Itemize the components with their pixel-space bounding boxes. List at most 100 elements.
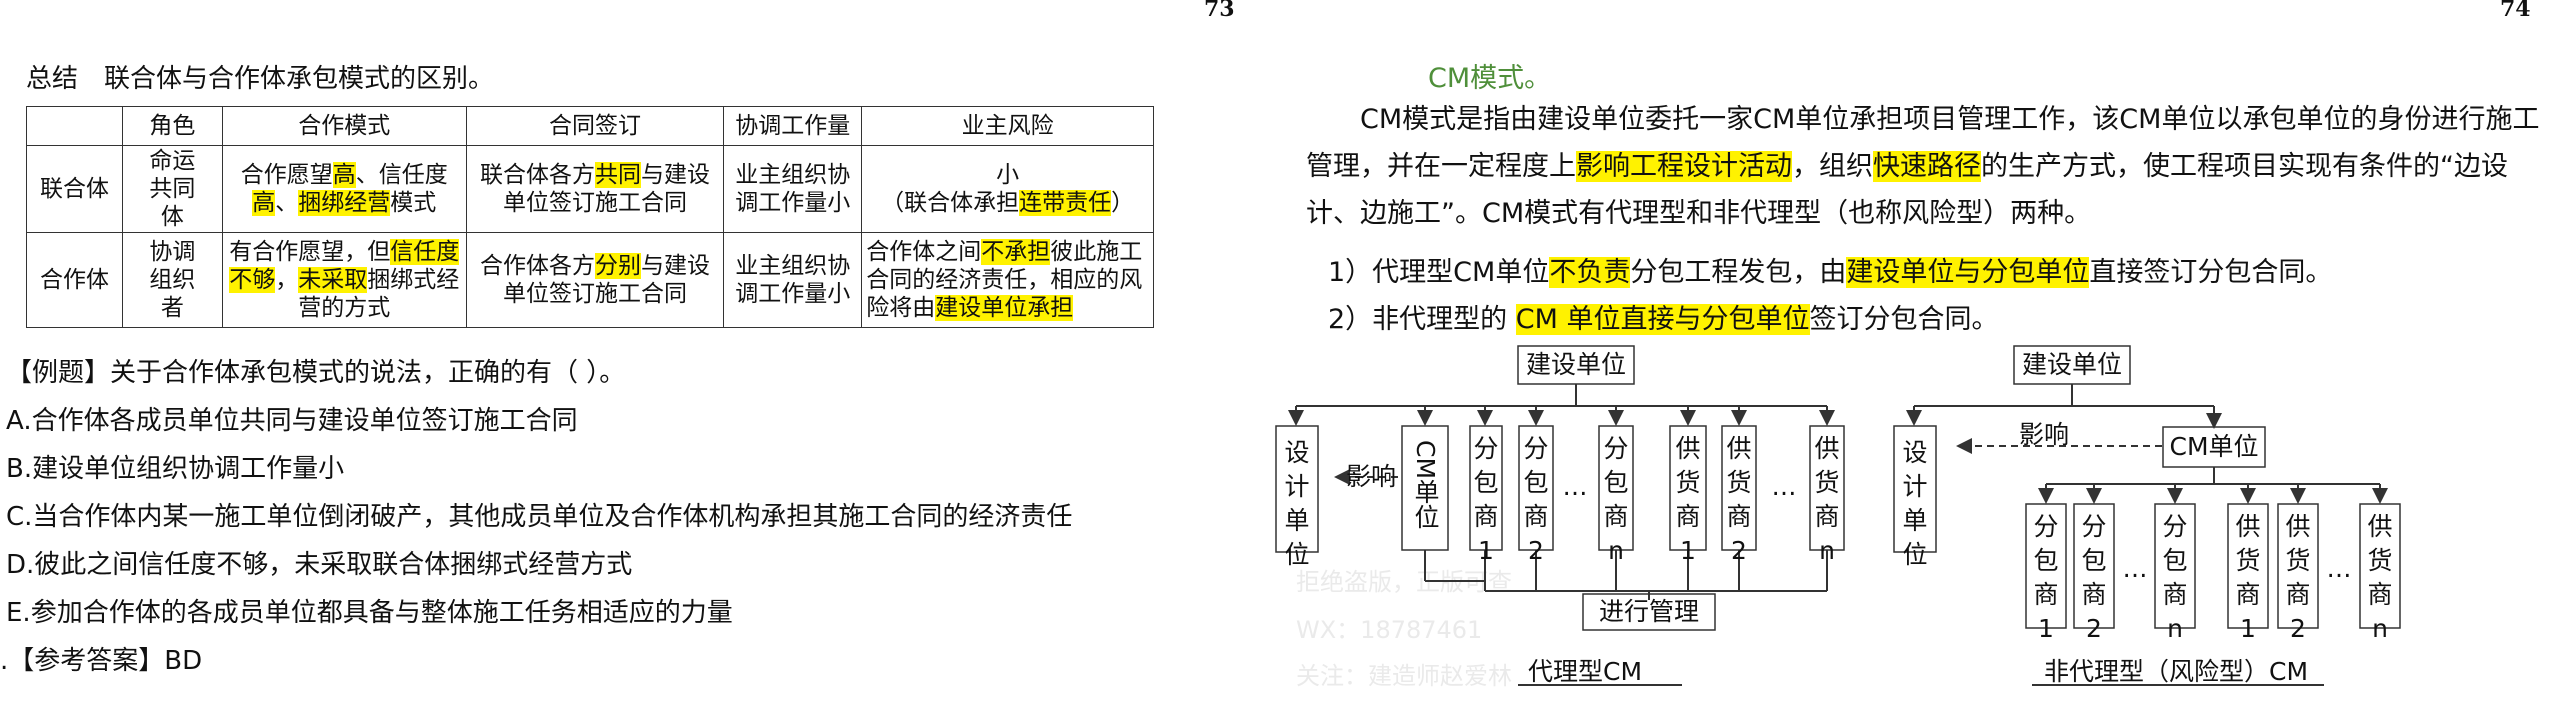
highlight: 分别 bbox=[595, 253, 642, 279]
option-c: C.当合作体内某一施工单位倒闭破产，其他成员单位及合作体机构承担其施工合同的经济… bbox=[6, 502, 1073, 532]
page-number: 74 bbox=[2500, 0, 2531, 22]
comparison-table: 角色 合作模式 合同签订 协调工作量 业主风险 联合体 命运共同体 合作愿望高、… bbox=[26, 106, 1154, 328]
header-cell: 业主风险 bbox=[861, 106, 1154, 146]
text: 签订分包合同。 bbox=[1809, 304, 1999, 335]
risk-cell: 合作体之间不承担彼此施工合同的经济责任，相应的风险将由建设单位承担 bbox=[861, 232, 1154, 328]
caption-underline bbox=[1518, 684, 1682, 686]
header-cell: 角色 bbox=[121, 106, 223, 146]
influence-label: 影响 bbox=[1346, 462, 1397, 491]
list-item-1: 1）代理型CM单位不负责分包工程发包，由建设单位与分包单位直接签订分包合同。 bbox=[1328, 250, 2332, 289]
supplier-box: 供货商1 bbox=[1675, 434, 1701, 565]
text: 有合作愿望，但 bbox=[229, 239, 391, 265]
text: 彼此施工合同的经济责任，相应的风险将由 bbox=[866, 239, 1143, 321]
summary-title: 总结 联合体与合作体承包模式的区别。 bbox=[26, 64, 495, 94]
row-name: 合作体 bbox=[26, 232, 123, 328]
diagram-caption: 非代理型（风险型）CM bbox=[2044, 657, 2309, 686]
header-cell: 协调工作量 bbox=[723, 106, 863, 146]
list-item-2: 2）非代理型的 CM 单位直接与分包单位签订分包合同。 bbox=[1328, 297, 1999, 336]
subcontractor-box: 分包商n bbox=[1603, 434, 1629, 565]
influence-label: 影响 bbox=[2019, 420, 2070, 449]
highlight: 未采取 bbox=[298, 267, 368, 293]
owner-box: 建设单位 bbox=[1525, 350, 1626, 379]
text: 合作体之间 bbox=[866, 239, 982, 265]
right-page: 74 CM模式。 CM模式是指由建设单位委托一家CM单位承担项目管理工作，该CM… bbox=[1260, 0, 2560, 702]
text: ） bbox=[1111, 190, 1135, 216]
supplier-box: 供货商n bbox=[2367, 512, 2393, 643]
text: 直接签订分包合同。 bbox=[2089, 257, 2333, 288]
designer-box: 设计单位 bbox=[1902, 438, 1928, 569]
header-cell: 合同签订 bbox=[465, 106, 725, 146]
text: 2）非代理型的 bbox=[1328, 304, 1516, 335]
owner-box: 建设单位 bbox=[2021, 350, 2122, 379]
subcontractor-box: 分包商1 bbox=[1473, 434, 1499, 565]
text: 模式 bbox=[390, 190, 437, 216]
contract-cell: 联合体各方共同与建设单位签订施工合同 bbox=[465, 145, 725, 233]
text: CM模式是指由建设单位委托一家CM单位承担项目管理工作，该CM单位以承包单位的身… bbox=[1306, 104, 2540, 182]
cm-unit-box: CM单位 bbox=[1411, 440, 1440, 530]
text: 联合体各方 bbox=[480, 162, 596, 188]
designer-box: 设计单位 bbox=[1284, 438, 1310, 569]
cm-paragraph: CM模式是指由建设单位委托一家CM单位承担项目管理工作，该CM单位以承包单位的身… bbox=[1306, 96, 2546, 237]
text: 小 bbox=[996, 162, 1020, 188]
ellipsis: … bbox=[2122, 554, 2148, 583]
section-title: CM模式。 bbox=[1428, 63, 1552, 94]
text: 与建设单位签订施工合同 bbox=[503, 253, 711, 307]
text: 合作体各方 bbox=[480, 253, 596, 279]
header-cell bbox=[26, 106, 123, 146]
text: 、 bbox=[275, 190, 299, 216]
highlight: 建设单位与分包单位 bbox=[1846, 257, 2090, 288]
text: 捆绑式经营的方式 bbox=[298, 267, 460, 321]
header-cell: 合作模式 bbox=[221, 106, 467, 146]
answer: .【参考答案】BD bbox=[0, 646, 203, 676]
text: ，组织 bbox=[1792, 151, 1873, 182]
ellipsis: … bbox=[1562, 472, 1588, 501]
highlight: 连带责任 bbox=[1019, 190, 1112, 216]
role-text: 协调组织者 bbox=[149, 239, 196, 321]
table-row: 联合体 命运共同体 合作愿望高、信任度高、捆绑经营模式 联合体各方共同与建设单位… bbox=[26, 145, 1154, 233]
supplier-box: 供货商2 bbox=[1726, 434, 1752, 565]
left-page: 73 总结 联合体与合作体承包模式的区别。 角色 合作模式 合同签订 协调工作量… bbox=[0, 0, 1260, 702]
highlight: 影响工程设计活动 bbox=[1576, 151, 1792, 182]
text: 1）代理型CM单位 bbox=[1328, 257, 1550, 288]
text: 合作愿望 bbox=[240, 162, 333, 188]
risk-cell: 小（联合体承担连带责任） bbox=[861, 145, 1154, 233]
diagram-lines bbox=[1275, 345, 2401, 631]
role-text: 命运共同体 bbox=[149, 148, 196, 230]
text: 与建设单位签订施工合同 bbox=[503, 162, 711, 216]
supplier-box: 供货商n bbox=[1814, 434, 1840, 565]
highlight: 高 bbox=[332, 162, 356, 188]
highlight: 共同 bbox=[595, 162, 642, 188]
subcontractor-box: 分包商2 bbox=[2081, 512, 2107, 643]
table-row: 合作体 协调组织者 有合作愿望，但信任度不够，未采取捆绑式经营的方式 合作体各方… bbox=[26, 232, 1154, 328]
ellipsis: … bbox=[2326, 554, 2352, 583]
highlight: CM 单位直接与分包单位 bbox=[1515, 304, 1810, 335]
role-cell: 协调组织者 bbox=[121, 232, 223, 328]
subcontractor-box: 分包商n bbox=[2162, 512, 2188, 643]
highlight: 快速路径 bbox=[1873, 151, 1981, 182]
highlight: 高 bbox=[252, 190, 276, 216]
supplier-box: 供货商2 bbox=[2285, 512, 2311, 643]
coord-cell: 业主组织协调工作量小 bbox=[723, 145, 863, 233]
subcontractor-box: 分包商1 bbox=[2033, 512, 2059, 643]
option-d: D.彼此之间信任度不够，未采取联合体捆绑式经营方式 bbox=[6, 550, 633, 580]
highlight: 不负责 bbox=[1549, 257, 1631, 288]
highlight: 建设单位承担 bbox=[935, 295, 1074, 321]
role-cell: 命运共同体 bbox=[121, 145, 223, 233]
subcontractor-box: 分包商2 bbox=[1523, 434, 1549, 565]
ellipsis: … bbox=[1771, 472, 1797, 501]
text: 分包工程发包，由 bbox=[1630, 257, 1847, 288]
row-name: 联合体 bbox=[26, 145, 123, 233]
question-stem: 【例题】关于合作体承包模式的说法，正确的有（ ）。 bbox=[6, 358, 626, 388]
text: （联合体承担 bbox=[881, 190, 1020, 216]
page-number: 73 bbox=[1204, 0, 1235, 22]
option-e: E.参加合作体的各成员单位都具备与整体施工任务相适应的力量 bbox=[6, 598, 733, 628]
diagram-caption: 代理型CM bbox=[1528, 657, 1643, 686]
contract-cell: 合作体各方分别与建设单位签订施工合同 bbox=[465, 232, 725, 328]
caption-underline bbox=[2032, 684, 2324, 686]
text: ， bbox=[275, 267, 299, 293]
option-b: B.建设单位组织协调工作量小 bbox=[6, 454, 345, 484]
manage-box: 进行管理 bbox=[1598, 597, 1699, 626]
highlight: 捆绑经营 bbox=[298, 190, 391, 216]
watermark-line: WX：18787461 bbox=[1296, 616, 1483, 644]
highlight: 不承担 bbox=[981, 239, 1051, 265]
